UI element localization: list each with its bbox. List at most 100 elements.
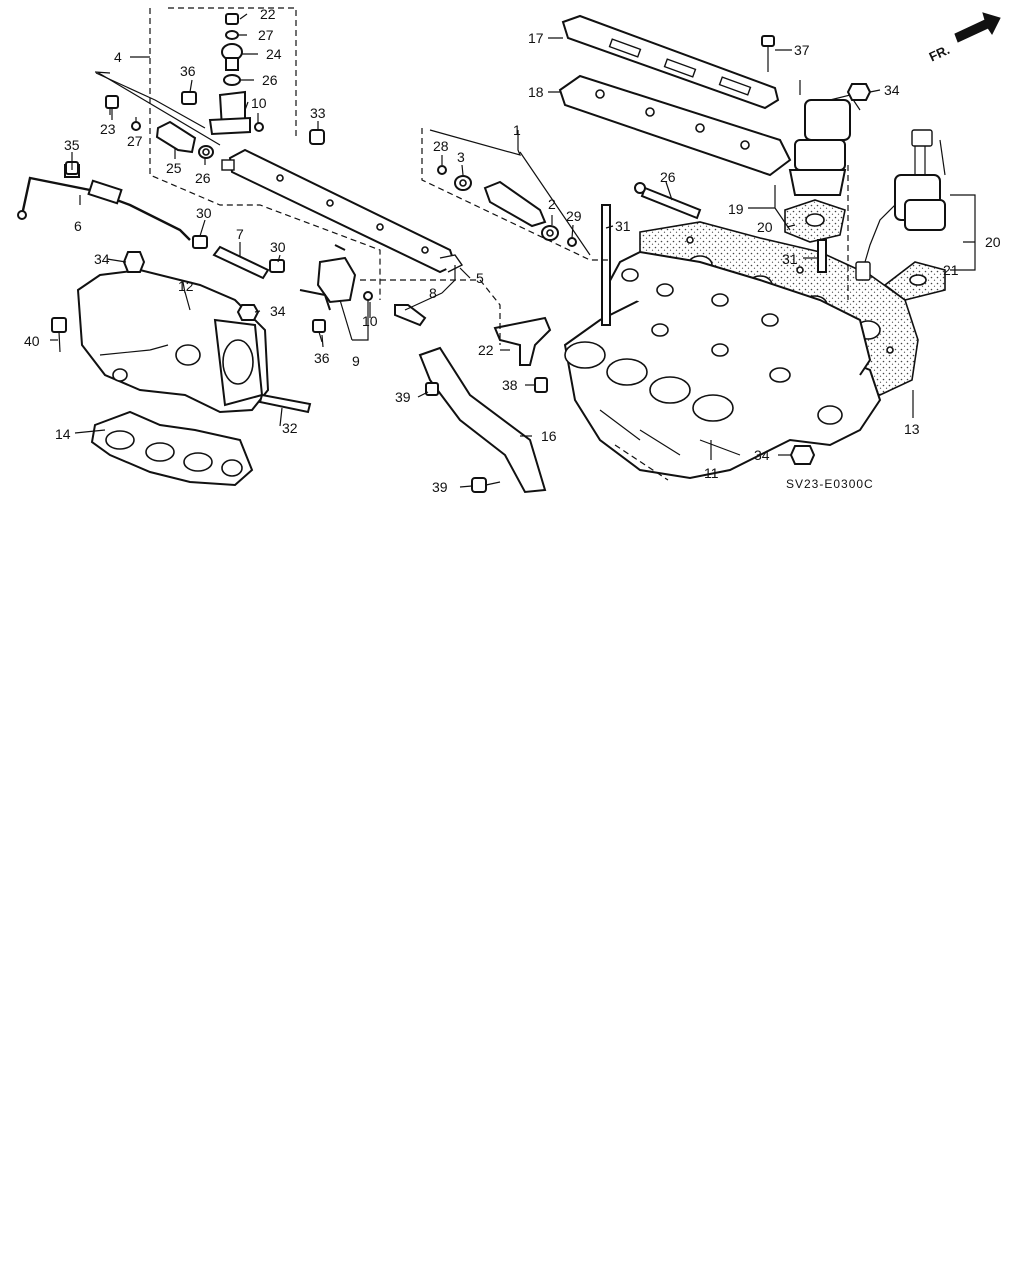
callout-38: 38 [502, 377, 518, 393]
washer-27a [131, 121, 141, 131]
callout-33: 33 [310, 105, 326, 121]
sensor-assembly-19 [855, 129, 946, 281]
callout-40: 40 [24, 333, 40, 349]
callout-39: 39 [395, 389, 411, 405]
callout-24: 24 [266, 46, 282, 62]
bolt-8 [394, 304, 427, 327]
callout-14: 14 [55, 426, 71, 442]
callout-27: 27 [258, 27, 274, 43]
o-ring-28 [437, 165, 447, 175]
callout-2: 2 [548, 196, 556, 212]
callout-34: 34 [884, 82, 900, 98]
injector-2 [483, 180, 559, 241]
callout-25: 26 [660, 169, 676, 185]
stud-31b [817, 239, 827, 273]
callout-39: 39 [432, 479, 448, 495]
group-line-1 [421, 128, 610, 261]
callout-9: 9 [352, 353, 360, 369]
seal-26a [198, 145, 214, 159]
group-line-11 [614, 444, 669, 481]
callout-32: 32 [282, 420, 298, 436]
bolt-39b [471, 477, 501, 493]
bolt-37 [761, 35, 775, 72]
callout-5: 5 [476, 270, 484, 286]
gasket-14 [90, 410, 254, 487]
callout-6: 6 [74, 218, 82, 234]
callout-36: 36 [180, 63, 196, 79]
callout-34: 34 [270, 303, 286, 319]
nut-34d [789, 445, 816, 465]
callout-36: 36 [314, 350, 330, 366]
callout-13: 12 [178, 278, 194, 294]
bolt-33 [309, 129, 325, 145]
front-direction-indicator: FR. [927, 12, 1001, 64]
callout-10: 10 [251, 95, 267, 111]
callout-31: 31 [615, 218, 631, 234]
diagram-code: SV23-E0300C [786, 477, 874, 491]
hose-7 [212, 245, 270, 280]
seal-3 [454, 175, 472, 191]
callout-1: 1 [513, 122, 521, 138]
injector-23 [155, 120, 197, 154]
stud-32 [258, 393, 312, 414]
group-line-regulator [168, 7, 297, 140]
gasket-17 [558, 74, 792, 177]
callout-17: 18 [528, 84, 544, 100]
throttle-chamber-13 [76, 268, 270, 414]
callout-31: 31 [782, 251, 798, 267]
callout-30: 30 [270, 239, 286, 255]
bracket-21 [493, 316, 552, 366]
group-line-9 [360, 279, 501, 345]
callout-34: 34 [754, 447, 770, 463]
callout-20: 20 [757, 219, 773, 235]
bracket-15 [418, 346, 547, 494]
callout-7: 7 [236, 226, 244, 242]
callout-10: 10 [362, 313, 378, 329]
valve-assembly-18 [788, 80, 861, 196]
fr-arrow-icon [954, 12, 1001, 43]
callout-labels: 22 27 24 26 10 36 4 23 27 25 26 35 6 30 … [24, 6, 1001, 495]
bolt-25 [634, 182, 702, 220]
nut-34b [236, 304, 260, 321]
callout-29: 29 [566, 208, 582, 224]
callout-30: 30 [196, 205, 212, 221]
callout-37: 37 [794, 42, 810, 58]
callout-11: 11 [704, 465, 719, 481]
leader-lines [50, 13, 976, 488]
callout-27: 27 [127, 133, 143, 149]
callout-3: 3 [457, 149, 465, 165]
callout-35: 35 [64, 137, 80, 153]
callout-15: 16 [541, 428, 557, 444]
callout-22: 22 [260, 6, 276, 22]
callout-16: 17 [528, 30, 544, 46]
group-line-4 [149, 8, 381, 300]
callout-19: 20 [985, 234, 1001, 250]
callout-28: 28 [433, 138, 449, 154]
cover-16 [561, 14, 780, 110]
callout-4: 4 [114, 49, 122, 65]
callout-23: 25 [166, 160, 182, 176]
callout-8: 8 [429, 285, 437, 301]
callout-26: 26 [262, 72, 278, 88]
callout-12: 13 [904, 421, 920, 437]
o-ring-29 [567, 237, 577, 247]
callout-34: 34 [94, 251, 110, 267]
gasket-20b [883, 261, 946, 301]
intake-manifold-11 [563, 250, 882, 480]
nut-34a [122, 251, 146, 273]
nut-34c [846, 83, 872, 101]
stud-31a [601, 204, 611, 326]
callout-22: 23 [100, 121, 116, 137]
bolt-36b [312, 319, 326, 343]
callout-26: 26 [195, 170, 211, 186]
fuel-rail-5 [221, 148, 464, 274]
bolt-38 [534, 377, 548, 393]
callout-20: 21 [943, 262, 959, 278]
fuel-pipe-6 [17, 164, 191, 241]
fr-label: FR. [927, 42, 952, 64]
gasket-20a [784, 199, 846, 243]
bolt-22a [105, 95, 119, 120]
callout-21: 22 [478, 342, 494, 358]
bolt-40 [51, 317, 67, 353]
callout-18: 19 [728, 201, 744, 217]
